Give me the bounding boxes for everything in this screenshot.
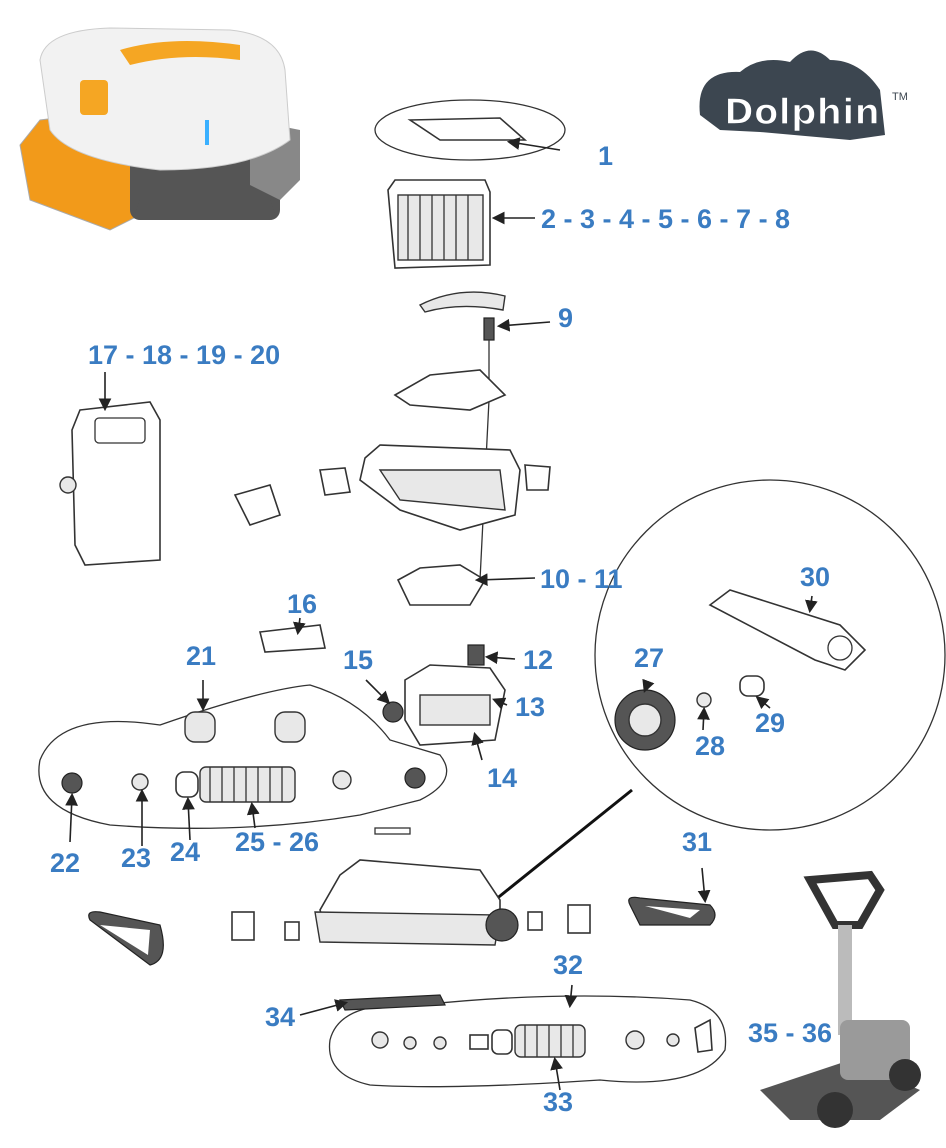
part-10-11-motor-cover — [396, 564, 536, 606]
label-9: 9 — [558, 303, 573, 333]
caddy-product-image — [760, 870, 921, 1128]
label-34: 34 — [265, 1002, 295, 1032]
label-2-8: 2 - 3 - 4 - 5 - 6 - 7 - 8 — [541, 204, 790, 234]
part-13-15-motor-unit — [365, 664, 508, 761]
label-21: 21 — [186, 641, 216, 671]
label-25-26: 25 - 26 — [235, 827, 319, 857]
label-28: 28 — [695, 731, 725, 761]
label-24: 24 — [170, 837, 200, 867]
part-9-handle-connector — [418, 291, 551, 581]
part-labels: 1 2 - 3 - 4 - 5 - 6 - 7 - 8 9 17 - 18 - … — [50, 141, 832, 1117]
side-assembly-right — [299, 984, 727, 1091]
label-29: 29 — [755, 708, 785, 738]
robot-chassis — [88, 859, 716, 966]
label-23: 23 — [121, 843, 151, 873]
label-31: 31 — [682, 827, 712, 857]
side-assembly-left — [38, 680, 448, 846]
label-12: 12 — [523, 645, 553, 675]
label-14: 14 — [487, 763, 517, 793]
label-15: 15 — [343, 645, 373, 675]
label-22: 22 — [50, 848, 80, 878]
dolphin-logo: Dolphin TM — [699, 50, 908, 140]
part-17-20-power-supply — [59, 372, 161, 566]
label-13: 13 — [515, 692, 545, 722]
logo-text: Dolphin — [724, 92, 880, 133]
label-35-36: 35 - 36 — [748, 1018, 832, 1048]
part-16-cover — [259, 617, 326, 653]
part-2-8-filter-basket — [387, 179, 535, 269]
part-1-filter-cover — [374, 99, 566, 161]
label-1: 1 — [598, 141, 613, 171]
label-17-20: 17 - 18 - 19 - 20 — [88, 340, 280, 370]
label-27: 27 — [634, 643, 664, 673]
robot-product-image — [19, 27, 300, 231]
label-10-11: 10 - 11 — [540, 564, 623, 594]
wheel-detail-circle — [494, 479, 946, 902]
label-32: 32 — [553, 950, 583, 980]
label-30: 30 — [800, 562, 830, 592]
logo-trademark: TM — [892, 91, 908, 103]
label-33: 33 — [543, 1087, 573, 1117]
part-12-swivel — [467, 644, 516, 666]
label-16: 16 — [287, 589, 317, 619]
robot-top-housing — [233, 369, 551, 531]
